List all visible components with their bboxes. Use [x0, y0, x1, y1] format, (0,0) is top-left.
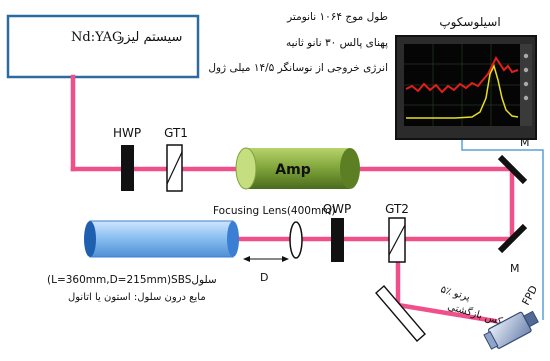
mirror-2: M [497, 223, 528, 275]
amp-body [246, 148, 350, 189]
qwp: QWP [323, 202, 352, 262]
hwp-plate [121, 145, 134, 191]
amp-label: Amp [275, 162, 310, 178]
hwp-label: HWP [113, 126, 141, 140]
spec-pulse-width: پهنای پالس ۳۰ نانو ثانیه [286, 37, 388, 49]
amp-right-cap [340, 148, 360, 189]
fpd-connector [523, 310, 539, 328]
distance-label: D [260, 271, 268, 284]
scope-trace-red [405, 56, 519, 94]
sbs-cell [84, 220, 239, 258]
distance-marker: D [243, 256, 289, 284]
scope-knob-4 [523, 95, 529, 101]
scope-trace-yellow [406, 63, 519, 119]
mirror-1-surface [497, 154, 528, 185]
qwp-label: QWP [323, 202, 352, 216]
qwp-plate [331, 218, 344, 262]
spec-wavelength: طول موج ۱۰۶۴ نانومتر [286, 11, 388, 23]
lens-label: Focusing Lens(400mm) [213, 205, 336, 217]
focusing-lens: Focusing Lens(400mm) [213, 205, 336, 259]
oscilloscope: اسیلوسکوپ [395, 15, 537, 140]
sbs-body [89, 220, 234, 258]
sbs-right-cap [227, 221, 239, 257]
beam-path [70, 74, 515, 324]
scope-knob-2 [523, 67, 529, 73]
mirror-1: M [497, 136, 530, 185]
laser-label: سیستم لیزر [117, 30, 182, 45]
beam-segment-backscatter [395, 302, 498, 324]
mirror-1-label: M [520, 136, 530, 149]
backscatter-line-1: ۵٪ پرتو [439, 284, 471, 303]
laser-model: Nd:YAG [71, 30, 122, 45]
beam-splitter-plate [375, 285, 426, 342]
beam-splitter [375, 285, 426, 342]
laser-box [6, 14, 200, 79]
gt1-label: GT1 [164, 126, 188, 140]
fpd-label: FPD [520, 284, 540, 308]
distance-arrow-right [282, 256, 289, 262]
amp-left-cap [235, 147, 257, 190]
hwp: HWP [113, 126, 141, 191]
oscilloscope-label: اسیلوسکوپ [439, 15, 500, 30]
scope-knob-1 [523, 53, 529, 59]
sbs-liquid-label: مایع درون سلول: استون یا اتانول [68, 292, 206, 303]
spec-energy: انرژی خروجی از نوسانگر ۱۴/۵ میلی ژول [208, 61, 388, 74]
gt2: GT2 [385, 202, 409, 263]
mirror-2-label: M [510, 262, 520, 275]
laser-system: Nd:YAG سیستم لیزر [6, 14, 200, 79]
gt1: GT1 [164, 126, 188, 192]
scope-knob-3 [523, 81, 529, 87]
amplifier: Amp [235, 147, 360, 190]
gt1-diagonal [166, 151, 183, 185]
oscilloscope-cable [461, 138, 544, 320]
sbs-cell-label: (L=360mm,D=215mm)SBSسلول [47, 274, 217, 286]
laser-specs: طول موج ۱۰۶۴ نانومتر پهنای پالس ۳۰ نانو … [208, 11, 388, 74]
fpd-window [483, 331, 499, 350]
gt2-diagonal [388, 224, 406, 256]
sbs-left-cap [84, 221, 96, 257]
mirror-2-surface [497, 223, 528, 254]
gt2-label: GT2 [385, 202, 409, 216]
distance-arrow-left [243, 256, 250, 262]
lens-shape [289, 221, 303, 259]
